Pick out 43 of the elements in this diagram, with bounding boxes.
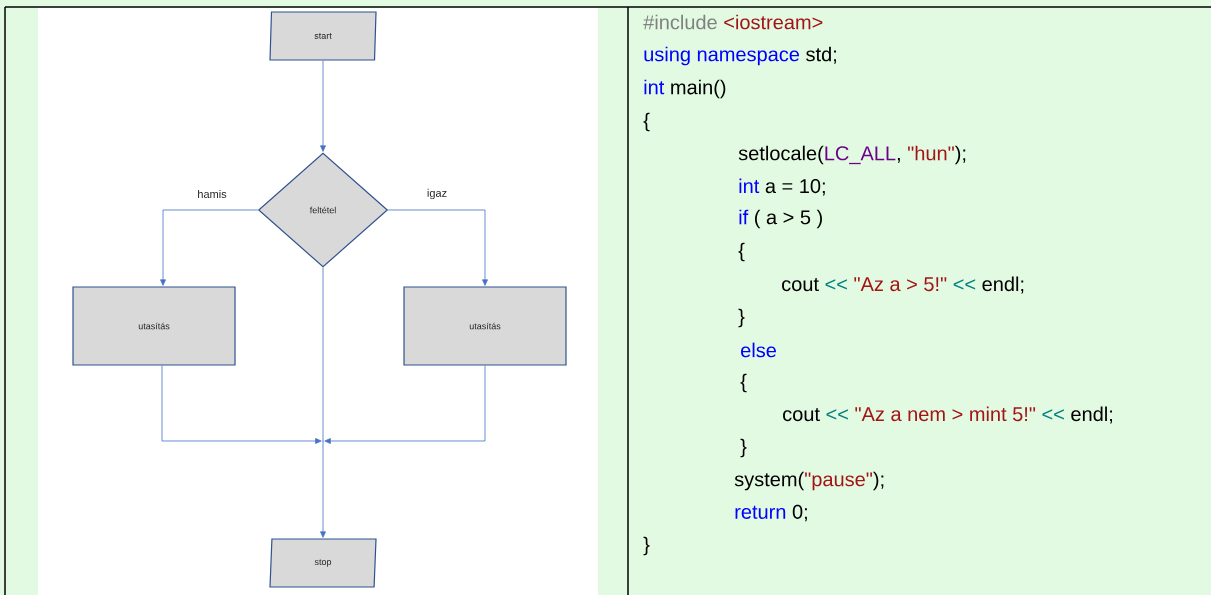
- code-line: {: [740, 373, 747, 393]
- code-line: {: [738, 242, 745, 262]
- process-box: utasítás: [403, 286, 567, 366]
- code-line: cout << "Az a > 5!" << endl;: [782, 276, 1024, 294]
- label: endl;: [1071, 406, 1113, 424]
- code-line: system("pause");: [734, 471, 884, 491]
- code-line: int main(): [644, 79, 726, 99]
- input-output-box: start: [269, 11, 377, 61]
- code-line: if ( a > 5 ): [739, 209, 822, 229]
- label: );: [954, 145, 966, 165]
- code-line: else: [741, 342, 776, 358]
- process-box: utasítás: [72, 286, 236, 366]
- label: ,: [897, 158, 900, 163]
- label: "Az a nem > mint 5!": [855, 406, 1036, 422]
- arrow: [387, 209, 488, 286]
- label: setlocale(: [738, 145, 824, 165]
- label: endl;: [982, 276, 1024, 294]
- code-line: #include <iostream>: [643, 14, 823, 30]
- code-line: setlocale(LC_ALL, "hun");: [738, 145, 966, 165]
- label: cout: [782, 278, 819, 292]
- label: cout: [783, 408, 820, 422]
- label: <<: [953, 279, 976, 290]
- code-line: }: [738, 308, 745, 328]
- code-line: cout << "Az a nem > mint 5!" << endl;: [783, 406, 1112, 424]
- arrow: [324, 365, 486, 444]
- label: <<: [1042, 409, 1064, 420]
- code-line: }: [740, 438, 747, 458]
- code-line: }: [643, 536, 650, 556]
- arrow: [320, 60, 326, 152]
- code-line: int a = 10;: [739, 178, 825, 196]
- arrow: [320, 267, 326, 538]
- label: <<: [825, 279, 847, 290]
- arrow: [160, 209, 259, 286]
- input-output-box: stop: [269, 538, 377, 588]
- label: <<: [826, 409, 848, 420]
- label: LC_ALL: [825, 146, 896, 165]
- arrow: [161, 365, 322, 444]
- edge-label: hamis: [196, 188, 228, 200]
- code-line: return 0;: [735, 504, 807, 522]
- code-line: {: [643, 112, 650, 132]
- code-line: using namespace std;: [644, 46, 836, 66]
- label: "hun": [908, 145, 954, 161]
- label: "Az a > 5!": [854, 277, 947, 292]
